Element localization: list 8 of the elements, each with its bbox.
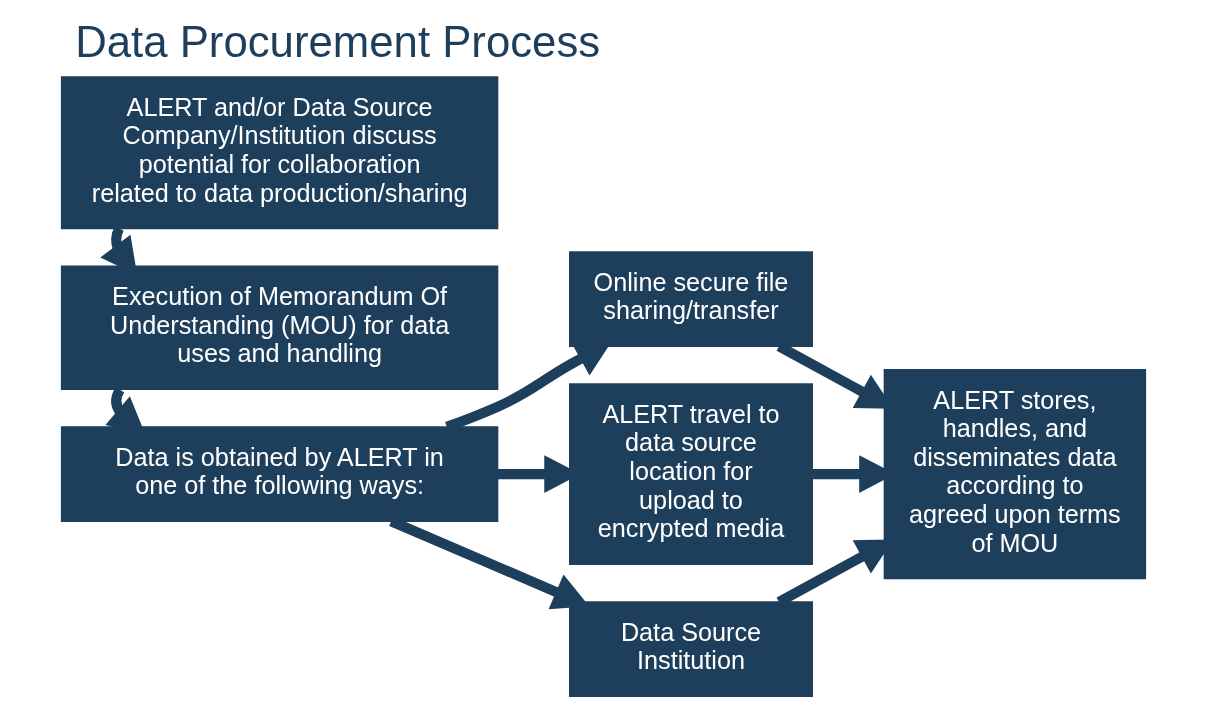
node-box: Execution of Memorandum Of Understanding (MOU) for data uses and handling (60, 265, 499, 390)
node-box: Online secure file sharing/transfer (569, 251, 813, 348)
node-box: ALERT travel to data source location for upload to encrypted media (569, 383, 813, 565)
node-box: ALERT and/or Data Source Company/Institution discuss potential for collaboration related to data production/sharing (60, 76, 499, 230)
node-box: ALERT stores, handles, and disseminates data according to agreed upon terms of MOU (883, 368, 1147, 580)
node-box: Data Source Institution (569, 601, 813, 698)
node-box: Data is obtained by ALERT in one of the following ways: (60, 426, 499, 523)
diagram-title: Data Procurement Process (75, 16, 601, 66)
